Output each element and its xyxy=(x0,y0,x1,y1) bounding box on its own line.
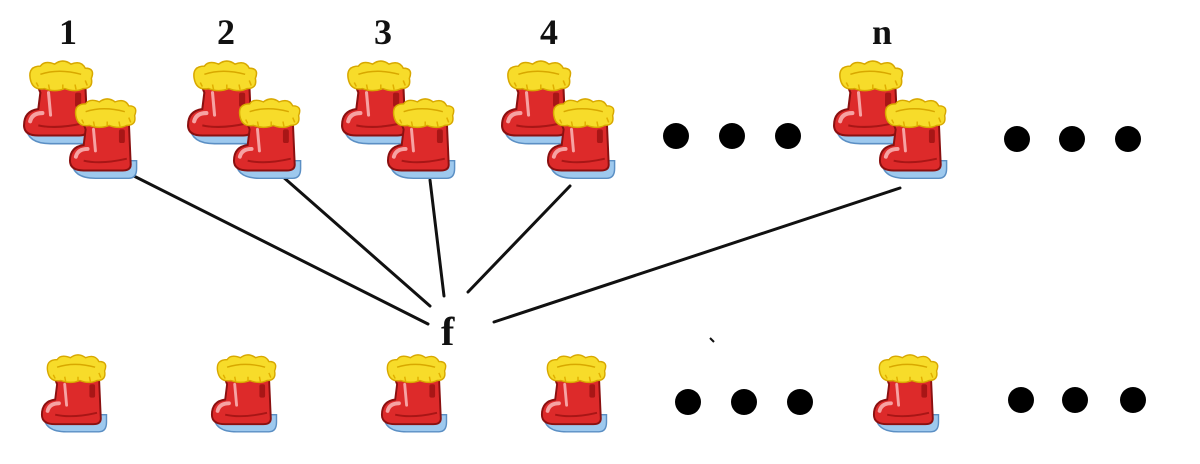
pair-labels: 1 2 3 4 n xyxy=(59,12,892,52)
ellipsis-dot xyxy=(675,389,701,415)
pair-label-3: 3 xyxy=(374,12,392,52)
ellipsis-dot xyxy=(1004,126,1030,152)
mapping-line-n xyxy=(492,186,902,324)
boot-pair-icon xyxy=(502,61,617,181)
pair-label-2: 2 xyxy=(217,12,235,52)
ellipsis-dot xyxy=(1115,126,1141,152)
pair-label-n: n xyxy=(872,12,892,52)
boot-pairs-row xyxy=(24,61,949,181)
ellipsis-dots xyxy=(663,123,1146,415)
mapping-line-2 xyxy=(280,174,432,308)
ellipsis-dot xyxy=(1008,387,1034,413)
boot-icon xyxy=(209,352,279,434)
ellipsis-dot xyxy=(719,123,745,149)
ellipsis-dot xyxy=(1062,387,1088,413)
ellipsis-dot xyxy=(663,123,689,149)
ellipsis-dot xyxy=(787,389,813,415)
mapping-line-3 xyxy=(428,178,446,298)
mapping-line-1 xyxy=(116,166,430,326)
stray-mark xyxy=(709,337,715,343)
mapping-lines xyxy=(116,166,902,326)
pair-label-1: 1 xyxy=(59,12,77,52)
boot-icon xyxy=(872,352,941,434)
boot-pair-icon xyxy=(188,61,303,181)
boot-icon xyxy=(379,352,449,434)
boot-icon xyxy=(540,352,609,434)
ellipsis-dot xyxy=(731,389,757,415)
mapping-line-4 xyxy=(466,184,572,294)
pair-label-4: 4 xyxy=(540,12,558,52)
ellipsis-dot xyxy=(775,123,801,149)
boot-pair-icon xyxy=(342,61,457,181)
boot-pair-icon xyxy=(24,61,139,181)
boot-pair-icon xyxy=(834,61,949,181)
boot-icon xyxy=(40,352,109,434)
ellipsis-dot xyxy=(1059,126,1085,152)
ellipsis-dot xyxy=(1120,387,1146,413)
function-label: f xyxy=(441,309,455,354)
